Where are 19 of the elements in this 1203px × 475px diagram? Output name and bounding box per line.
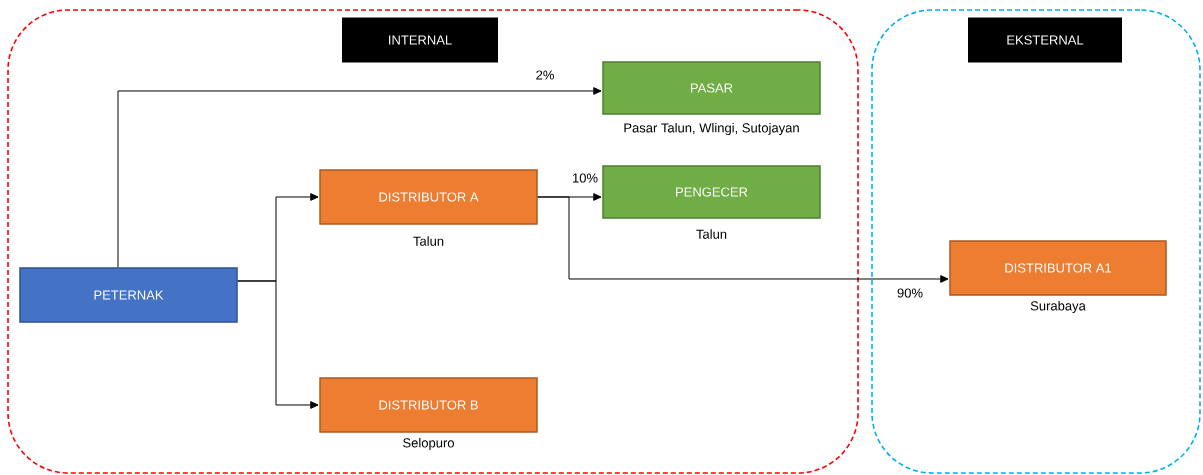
arrow [117,87,602,268]
edge-label: 90% [896,287,924,299]
caption-text: Talun [413,236,444,246]
process-box: DISTRIBUTOR A [319,169,538,225]
process-box: PENGECER [602,165,821,219]
edge-label: 2% [534,69,556,81]
process-box: DISTRIBUTOR A1 [949,240,1167,296]
caption-text: Talun [696,229,727,239]
arrow [537,196,949,283]
caption-text: Selopuro [403,437,454,451]
process-box: PASAR [602,61,821,115]
arrow [237,280,319,409]
heading-label: EKSTERNAL [968,17,1122,63]
process-box: PETERNAK [19,267,238,323]
caption-text: Pasar Talun, Wlingi, Sutojayan [624,122,799,136]
heading-label: INTERNAL [342,17,498,63]
caption-text: Surabaya [1030,300,1086,314]
edge-label: 10% [571,172,599,184]
process-box: DISTRIBUTOR B [319,377,538,433]
